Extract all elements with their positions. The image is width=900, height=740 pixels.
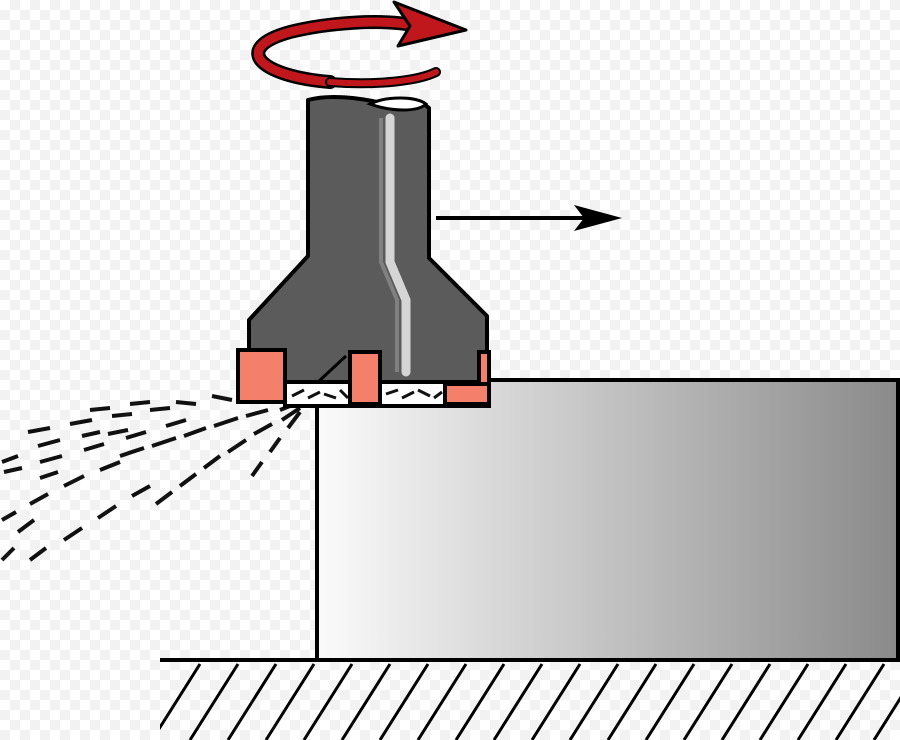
floor-hatch-line xyxy=(720,663,772,740)
floor-hatch-line xyxy=(160,663,202,731)
floor-hatch-line xyxy=(378,663,430,740)
chip-fragment xyxy=(16,518,36,534)
floor-hatch-line xyxy=(416,663,468,740)
insert-left xyxy=(236,348,287,404)
chip-fragment xyxy=(39,470,59,480)
chip-fragment xyxy=(202,454,222,470)
chip-fragment xyxy=(29,492,49,506)
floor-hatch-line xyxy=(644,663,696,740)
chip-fragment xyxy=(268,436,282,454)
floor-hatch-line xyxy=(340,663,392,740)
cutter-body xyxy=(247,95,489,384)
floor-hatch-line xyxy=(226,663,278,740)
rotation-arrow-icon xyxy=(251,0,468,89)
floor-hatch-line xyxy=(834,663,886,740)
chip-fragment xyxy=(96,504,118,520)
chip-fragment xyxy=(83,442,105,452)
chip-fragment xyxy=(37,438,61,448)
chip-fragment xyxy=(62,526,84,542)
shank-highlight xyxy=(385,113,411,377)
zone-chip-fragment xyxy=(307,390,321,400)
chip-fragment xyxy=(253,422,273,436)
floor-ground xyxy=(160,658,900,740)
zone-chip-fragment xyxy=(417,388,431,398)
floor-hatch-line xyxy=(758,663,810,740)
chip-fragment xyxy=(1,454,19,464)
chip-fragment xyxy=(178,472,198,488)
chip-fragment xyxy=(226,438,248,454)
chip-fragment xyxy=(107,428,129,436)
chip-fragment xyxy=(119,446,145,458)
shank-highlight-shadow xyxy=(379,118,399,372)
chip-fragment xyxy=(131,484,151,498)
chip-fragment xyxy=(81,430,101,438)
chip-fragment xyxy=(63,474,85,488)
chip-fragment xyxy=(111,412,133,418)
chip-fragment xyxy=(149,406,171,412)
chip-fragment xyxy=(39,454,63,464)
zone-chip-fragment xyxy=(401,390,415,400)
chip-fragment xyxy=(99,460,121,472)
chip-fragment xyxy=(0,546,16,562)
chip-fragment xyxy=(213,416,239,428)
floor-hatch-line xyxy=(492,663,544,740)
chip-fragment xyxy=(69,418,93,426)
chip-fragment xyxy=(165,418,187,428)
floor-hatch-line xyxy=(530,663,582,740)
chip-fragment xyxy=(280,406,302,422)
chip-fragment xyxy=(151,436,177,448)
shank-end-face xyxy=(366,96,429,112)
floor-hatching xyxy=(160,663,900,740)
chip-fragment xyxy=(129,400,151,406)
floor-hatch-line xyxy=(606,663,658,740)
chip-fragment xyxy=(286,410,302,430)
chip-fragment xyxy=(175,400,197,406)
floor-hatch-line xyxy=(568,663,620,740)
flying-chips xyxy=(0,394,302,562)
zone-chip-fragment xyxy=(433,390,443,400)
zone-chip-fragment xyxy=(385,388,399,396)
chip-fragment xyxy=(27,426,51,434)
floor-hatch-line xyxy=(454,663,506,740)
chip-fragment xyxy=(154,490,174,506)
milling-cutter xyxy=(247,95,489,384)
insert-right xyxy=(443,382,491,406)
workpiece xyxy=(315,378,900,662)
floor-hatch-line xyxy=(188,663,240,740)
chip-fragment xyxy=(1,510,17,522)
floor-hatch-line xyxy=(872,696,900,740)
chip-fragment xyxy=(89,406,111,412)
cutting-inserts xyxy=(236,348,491,406)
chip-fragment xyxy=(211,394,233,402)
chip-fragment xyxy=(3,466,23,474)
floor-hatch-line xyxy=(682,663,734,740)
floor-hatch-line xyxy=(264,663,316,740)
insert-right-edge xyxy=(477,350,491,386)
chip-fragment xyxy=(125,430,147,440)
zone-chip-fragment xyxy=(291,388,305,398)
zone-chip-fragment xyxy=(323,392,337,400)
cutting-zone-chips xyxy=(291,388,443,400)
insert-middle xyxy=(348,350,382,406)
zone-chip-fragment xyxy=(338,388,350,400)
chip-fragment xyxy=(245,408,269,418)
insert-rake-edge xyxy=(316,354,348,384)
feed-direction-arrow-icon xyxy=(436,205,622,231)
floor-hatch-line xyxy=(796,663,848,740)
floor-hatch-line xyxy=(302,663,354,740)
chip-fragment xyxy=(250,460,264,478)
chip-fragment xyxy=(28,546,48,562)
chip-fragment xyxy=(183,426,207,438)
